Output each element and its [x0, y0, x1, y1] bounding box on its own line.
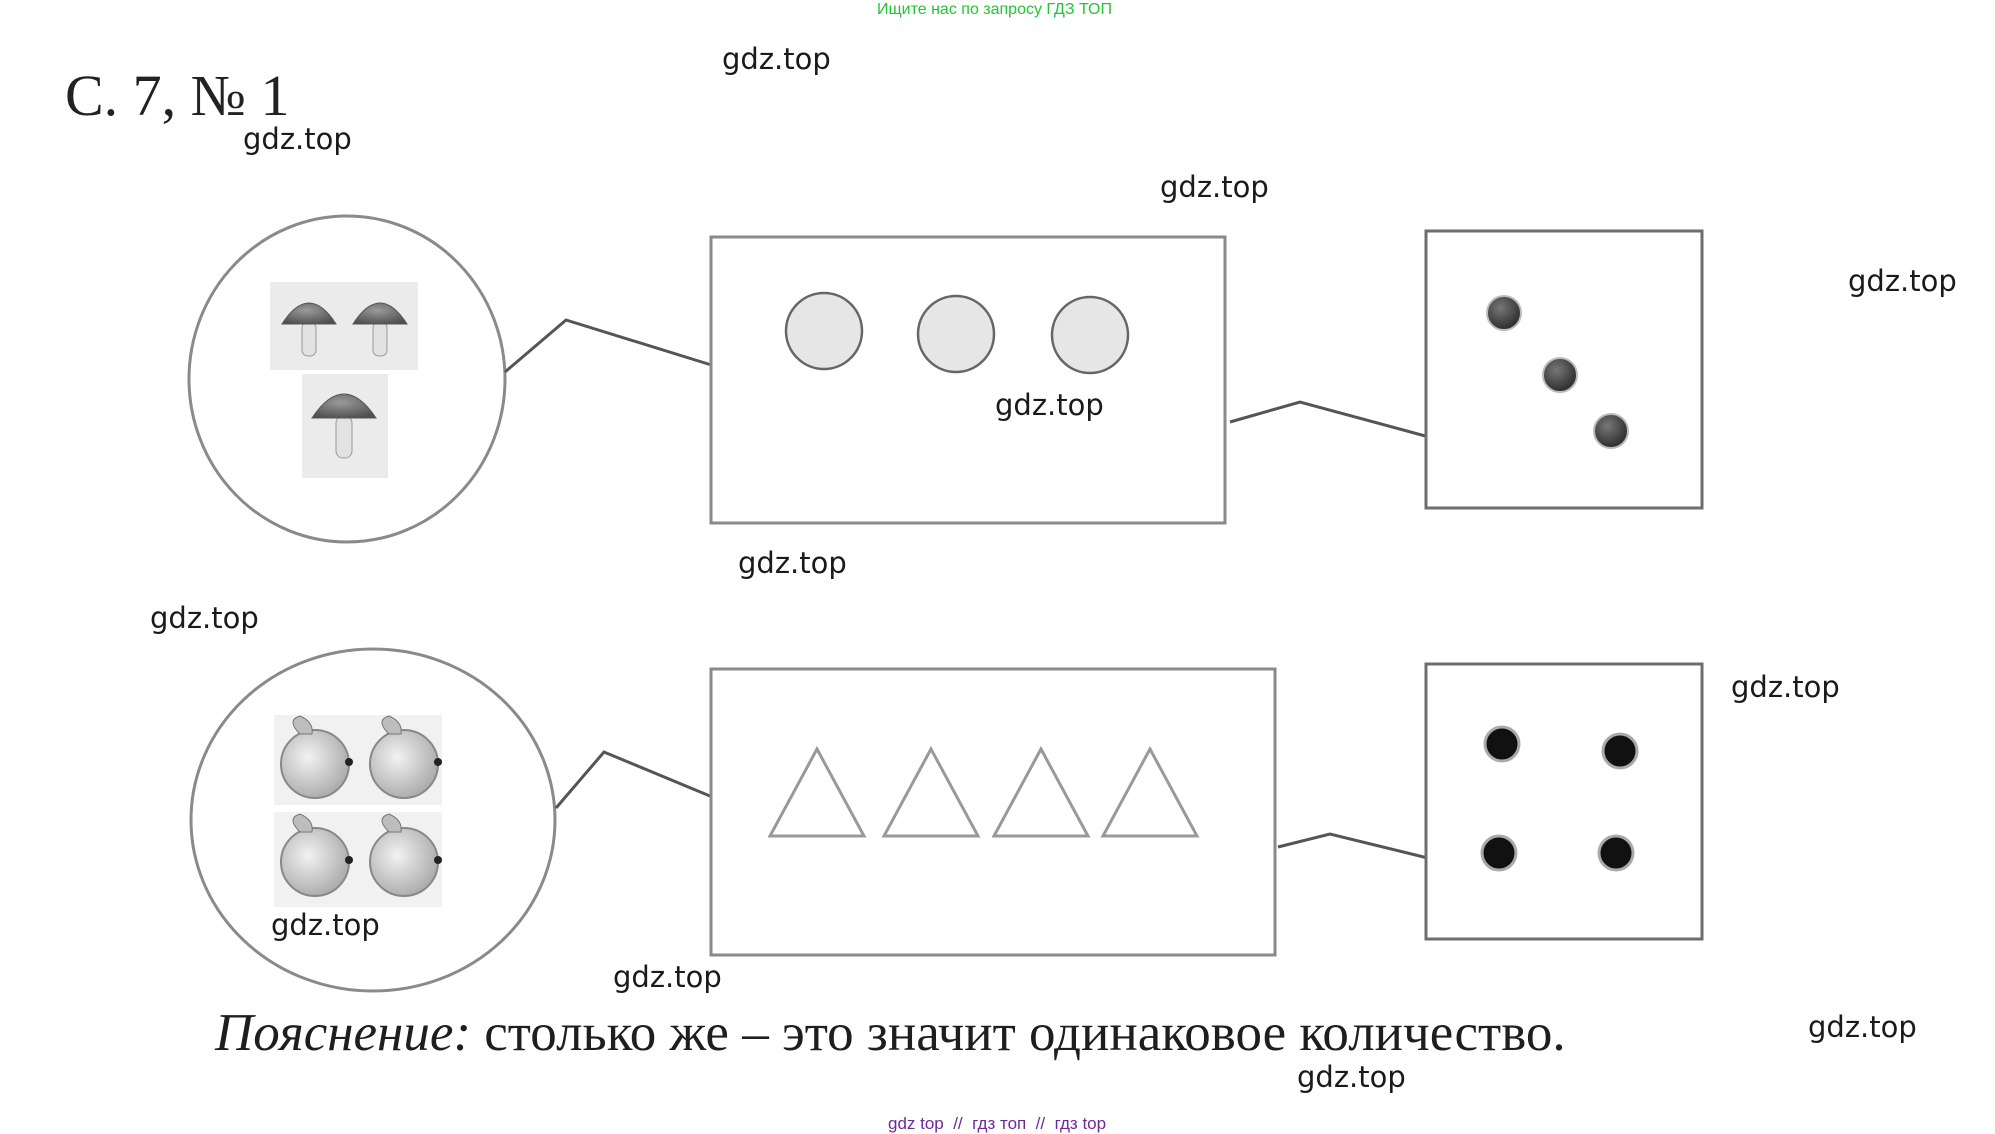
- watermark: gdz.top: [1808, 1010, 1917, 1044]
- watermark: gdz.top: [1848, 264, 1957, 298]
- dot: [1593, 413, 1629, 449]
- watermark: gdz.top: [243, 122, 352, 156]
- circles-rectangle: [709, 235, 1227, 525]
- explanation-text: Пояснение: столько же – это значит одина…: [215, 1003, 1566, 1063]
- dot: [1542, 357, 1578, 393]
- watermark: gdz.top: [613, 960, 722, 994]
- connector-line: [554, 750, 735, 809]
- triangles-rectangle: [709, 667, 1277, 957]
- explanation-body: столько же – это значит одинаковое колич…: [471, 1004, 1566, 1062]
- mushroom-icon: [352, 302, 408, 357]
- watermark: gdz.top: [722, 42, 831, 76]
- mushroom-picture: [270, 282, 418, 478]
- circle-shape: [1050, 295, 1130, 375]
- apple-icon: [369, 813, 442, 897]
- watermark: gdz.top: [995, 388, 1104, 422]
- mushroom-icon: [281, 302, 337, 357]
- watermark: gdz.top: [1731, 670, 1840, 704]
- watermark: gdz.top: [271, 908, 380, 942]
- footer-links: gdz top // гдз топ // гдз top: [888, 1114, 1107, 1133]
- connector-line: [1229, 400, 1441, 442]
- dots-box: [1424, 662, 1704, 941]
- triangle-shape: [991, 745, 1091, 838]
- dot: [1597, 834, 1635, 872]
- dot: [1483, 725, 1521, 763]
- connector-line: [1277, 832, 1441, 863]
- triangle-shape: [767, 745, 867, 838]
- top-banner: Ищите нас по запросу ГДЗ ТОП: [877, 1, 1112, 18]
- connector-line: [504, 318, 735, 374]
- watermark: gdz.top: [738, 546, 847, 580]
- circle-shape: [916, 294, 996, 374]
- triangle-shape: [1100, 745, 1200, 838]
- dot: [1486, 295, 1522, 331]
- dots-box: [1424, 229, 1704, 510]
- apple-icon: [280, 715, 353, 799]
- apple-icon: [280, 813, 353, 897]
- watermark: gdz.top: [1297, 1060, 1406, 1094]
- dot: [1480, 834, 1518, 872]
- dot: [1601, 732, 1639, 770]
- exercise-title: С. 7, № 1: [65, 63, 290, 128]
- mushroom-icon: [311, 393, 377, 459]
- watermark: gdz.top: [1160, 170, 1269, 204]
- apple-icon: [369, 715, 442, 799]
- apple-picture: [274, 715, 442, 907]
- circle-shape: [784, 291, 864, 371]
- triangle-shape: [881, 745, 981, 838]
- watermark: gdz.top: [150, 601, 259, 635]
- explanation-label: Пояснение:: [215, 1004, 472, 1062]
